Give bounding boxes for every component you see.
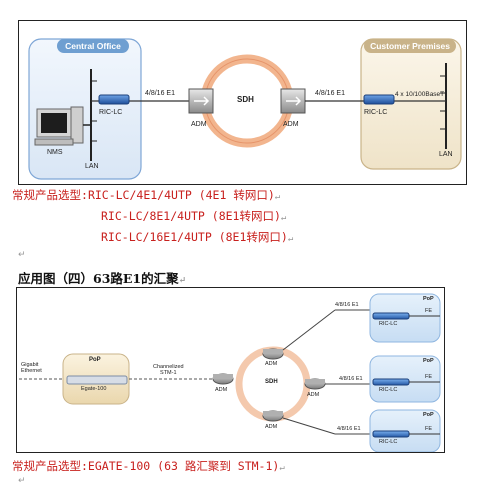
ric-remote-2-label: RIC-LC bbox=[379, 387, 398, 393]
fe-remote-2-label: FE bbox=[425, 374, 433, 380]
selection-2-line: 常规产品选型:EGATE-100 (63 路汇聚到 STM-1)↵ bbox=[12, 458, 285, 474]
paragraph-return-icon: ↵ bbox=[279, 463, 285, 473]
ric-remote-2 bbox=[372, 378, 410, 386]
adm-left-node-label: ADM bbox=[215, 387, 228, 393]
sdh-label-2: SDH bbox=[265, 379, 278, 385]
selection-1-prefix: 常规产品选型: bbox=[12, 188, 88, 202]
central-office-tab bbox=[57, 39, 129, 53]
selection-2-text: 常规产品选型:EGATE-100 (63 路汇聚到 STM-1) bbox=[12, 459, 280, 473]
fe-remote-1-label: FE bbox=[425, 308, 433, 314]
adm-right-node-icon bbox=[304, 378, 326, 390]
link-left-label: 4/8/16 E1 bbox=[145, 90, 175, 97]
ric-remote-3-label: RIC-LC bbox=[379, 439, 398, 445]
adm-bottom-node-icon bbox=[262, 410, 284, 422]
adm-right-label: ADM bbox=[283, 121, 299, 128]
paragraph-return-icon: ↵ bbox=[18, 250, 26, 260]
adm-top-node-icon bbox=[262, 348, 284, 360]
paragraph-return-icon: ↵ bbox=[287, 234, 294, 244]
ethernet-label: 4 x 10/100BaseT bbox=[395, 91, 445, 98]
pop-remote-1-label: PoP bbox=[423, 296, 434, 302]
ric-lc-left-device bbox=[98, 94, 130, 105]
selection-1-line-3: RIC-LC/16E1/4UTP (8E1转网口)↵ bbox=[101, 229, 293, 245]
nms-label: NMS bbox=[47, 149, 63, 156]
customer-premises-tab bbox=[364, 39, 456, 53]
ric-lc-left-label: RIC-LC bbox=[99, 109, 123, 116]
selection-1-item-3: RIC-LC/16E1/4UTP (8E1转网口) bbox=[101, 230, 288, 244]
selection-1-item-2: RIC-LC/8E1/4UTP (8E1转网口) bbox=[101, 209, 281, 223]
sdh-label: SDH bbox=[237, 95, 254, 104]
ric-remote-3 bbox=[372, 430, 410, 438]
ric-lc-right-device bbox=[363, 94, 395, 105]
paragraph-return-icon: ↵ bbox=[280, 213, 287, 223]
paragraph-return-icon: ↵ bbox=[178, 276, 187, 286]
adm-left-node-icon bbox=[212, 373, 234, 385]
adm-left-label: ADM bbox=[191, 121, 207, 128]
figure-2-diagram bbox=[19, 293, 441, 452]
adm-bottom-node-label: ADM bbox=[265, 424, 278, 430]
figure-1: Central Office Customer Premises NMS LAN… bbox=[18, 20, 467, 185]
ric-remote-1-label: RIC-LC bbox=[379, 321, 398, 327]
selection-1-line-1: 常规产品选型:RIC-LC/4E1/4UTP (4E1 转网口)↵ bbox=[12, 187, 280, 203]
link-label-1: 4/8/16 E1 bbox=[335, 302, 359, 308]
link-right-label: 4/8/16 E1 bbox=[315, 90, 345, 97]
section-heading: 应用图（四）63路E1的汇聚↵ bbox=[18, 268, 186, 287]
pop-remote-3-label: PoP bbox=[423, 412, 434, 418]
gigabit-label: Gigabit Ethernet bbox=[21, 362, 42, 374]
lan-right-label: LAN bbox=[439, 151, 453, 158]
figure-2: Gigabit Ethernet PoP Egate-100 Channeliz… bbox=[16, 287, 445, 453]
paragraph-return-icon: ↵ bbox=[18, 476, 26, 486]
channelized-label: Channelized STM-1 bbox=[153, 364, 184, 376]
adm-right-node-label: ADM bbox=[307, 392, 320, 398]
selection-1-line-2: RIC-LC/8E1/4UTP (8E1转网口)↵ bbox=[101, 208, 286, 224]
adm-top-node-label: ADM bbox=[265, 361, 278, 367]
link-label-2: 4/8/16 E1 bbox=[339, 376, 363, 382]
ric-lc-right-label: RIC-LC bbox=[364, 109, 388, 116]
central-office-label: Central Office bbox=[65, 41, 121, 51]
adm-left-icon bbox=[188, 88, 214, 114]
pop-remote-2-label: PoP bbox=[423, 358, 434, 364]
link-label-3: 4/8/16 E1 bbox=[337, 426, 361, 432]
pop-main-label: PoP bbox=[89, 357, 101, 363]
egate-label: Egate-100 bbox=[81, 386, 107, 392]
section-heading-text: 应用图（四）63路E1的汇聚 bbox=[18, 271, 179, 286]
lan-left-label: LAN bbox=[85, 163, 99, 170]
selection-1-item-1: RIC-LC/4E1/4UTP (4E1 转网口) bbox=[87, 188, 275, 202]
figure-1-diagram bbox=[28, 38, 462, 180]
customer-premises-label: Customer Premises bbox=[370, 41, 450, 51]
adm-right-icon bbox=[280, 88, 306, 114]
fe-remote-3-label: FE bbox=[425, 426, 433, 432]
ric-remote-1 bbox=[372, 312, 410, 320]
paragraph-return-icon: ↵ bbox=[274, 192, 281, 202]
egate-device bbox=[66, 375, 128, 385]
nms-computer-icon bbox=[34, 106, 84, 146]
